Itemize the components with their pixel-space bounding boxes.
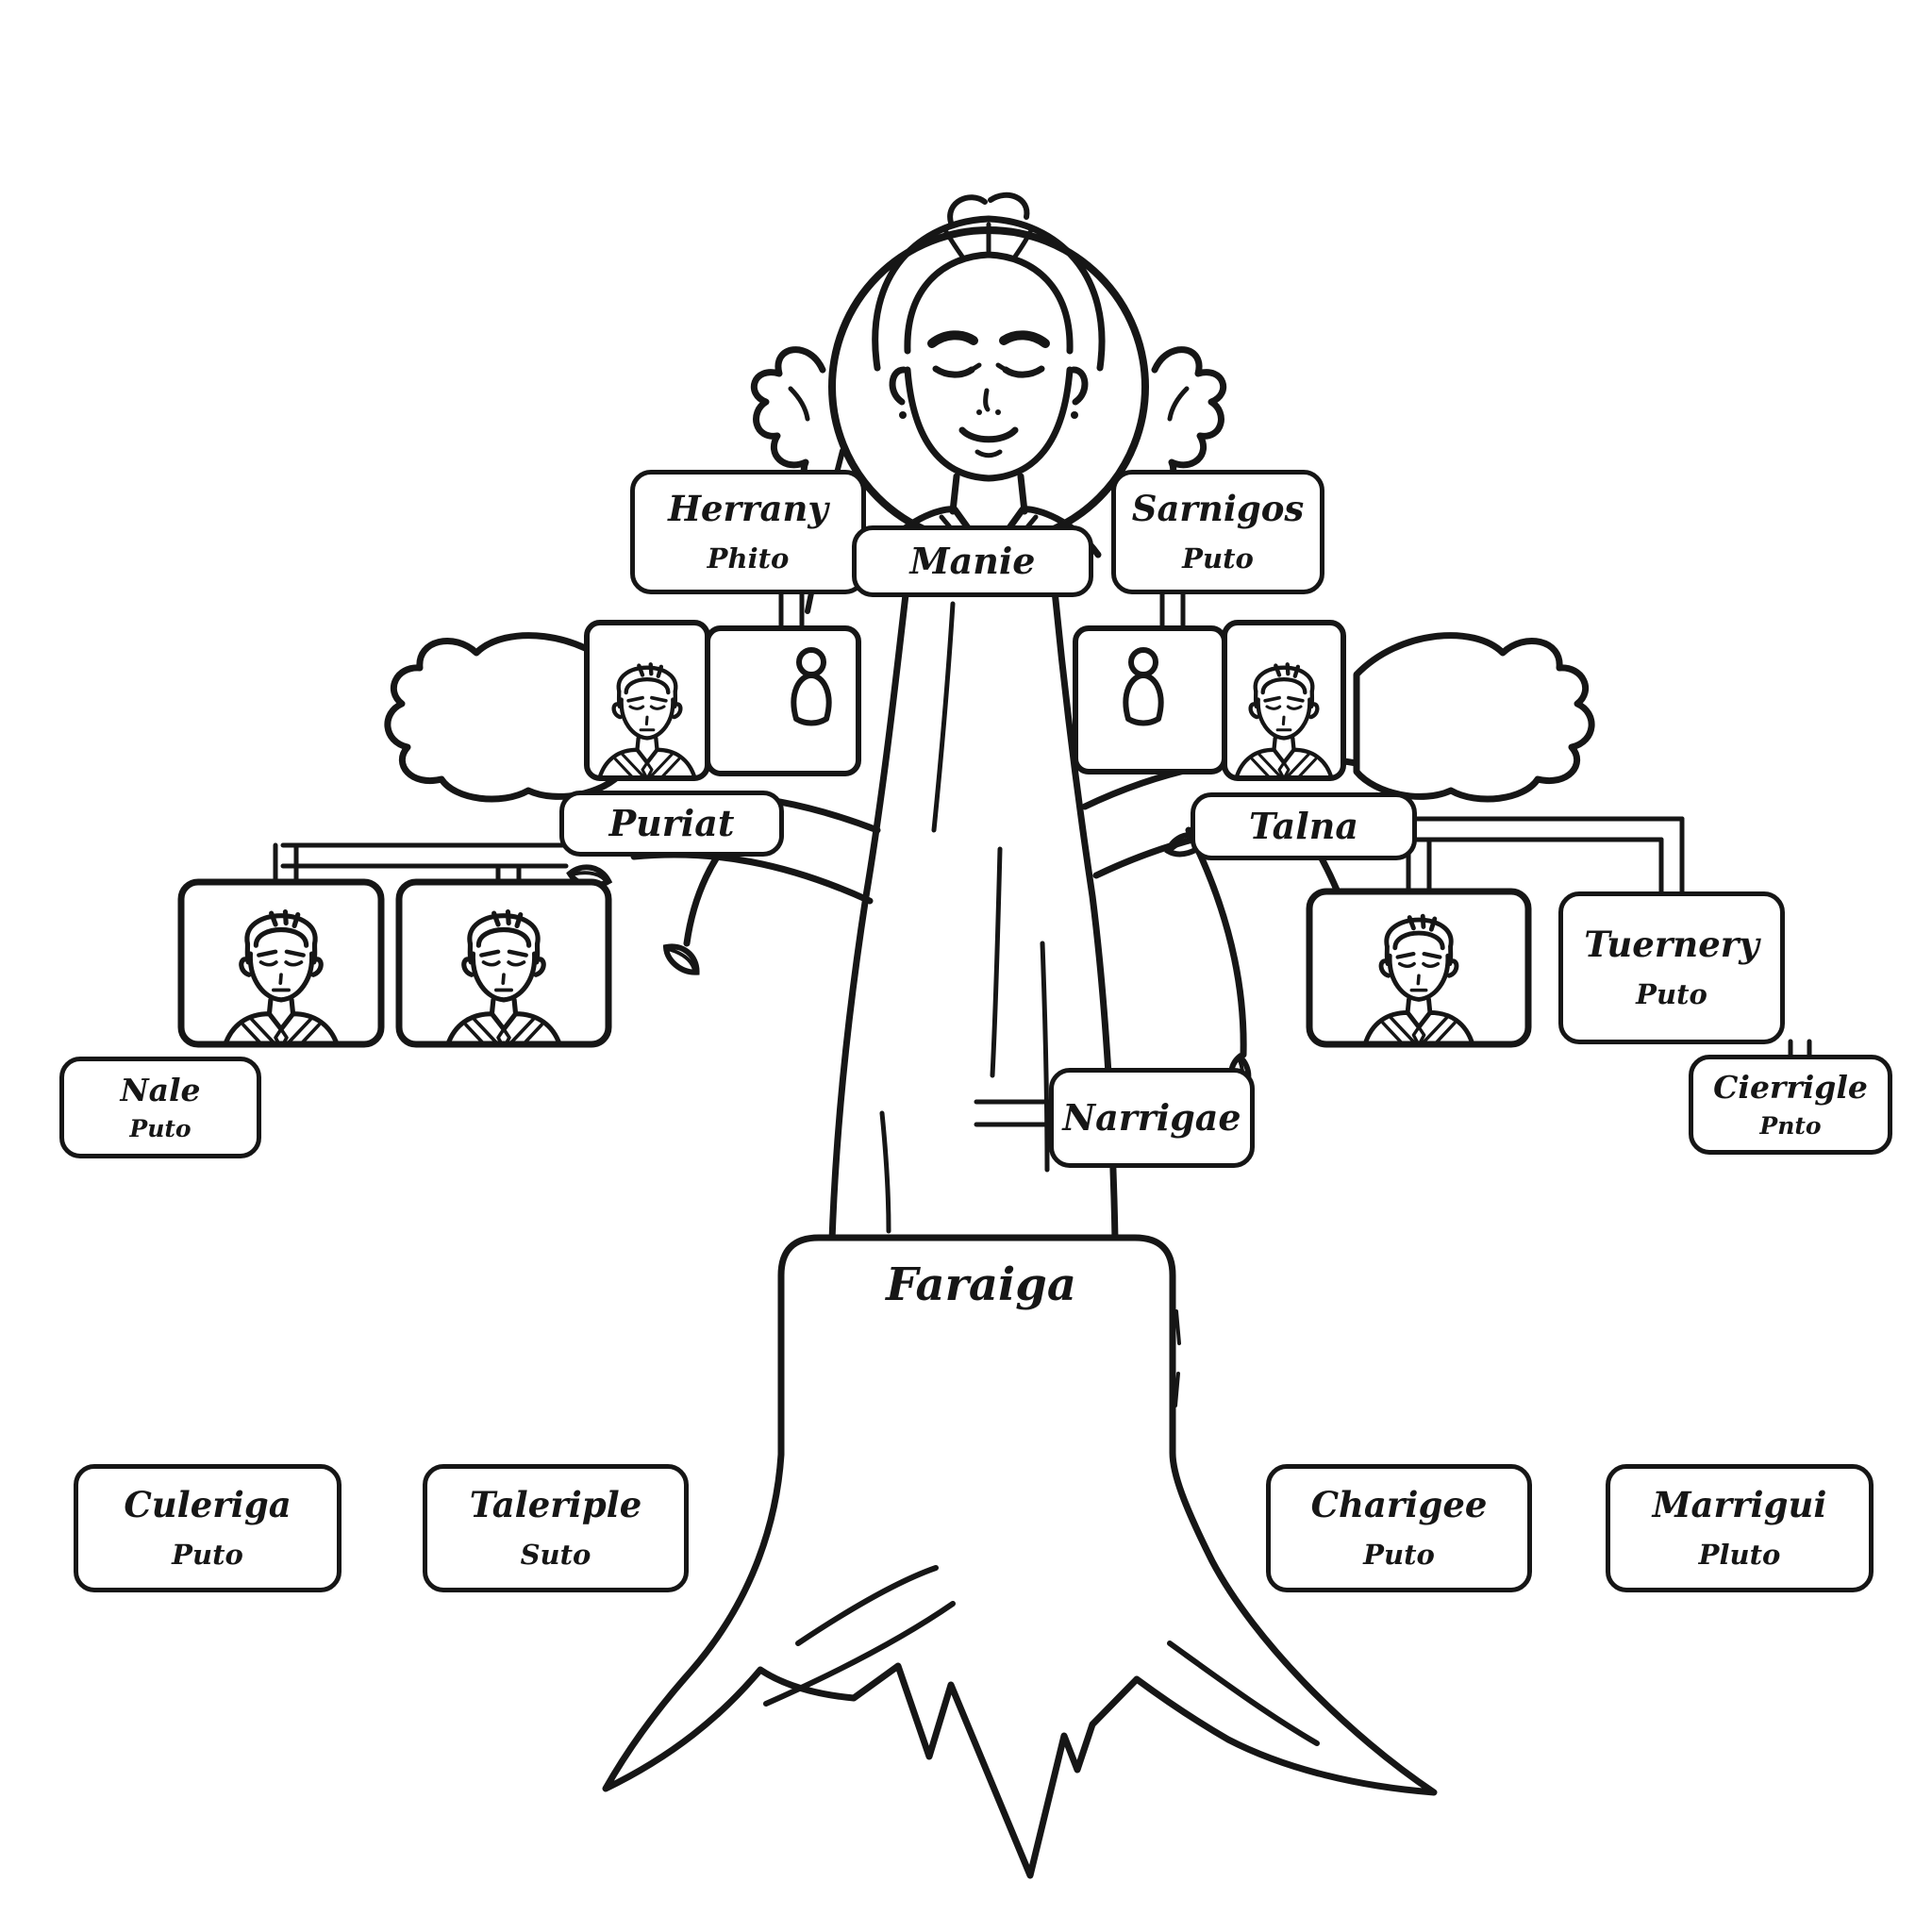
node-manie: Manie	[852, 525, 1093, 597]
figure-pawn-icon	[793, 650, 828, 724]
parent-frames	[584, 620, 1346, 781]
node-sarnigos-name: Sarnigos	[1131, 488, 1305, 529]
tree-stump	[602, 1234, 1438, 1879]
node-herrany-name: Herrany	[668, 488, 828, 529]
portrait-frame	[584, 620, 710, 781]
children-frames	[177, 878, 1532, 1048]
node-taleriple-sub: Suto	[520, 1539, 591, 1571]
figure-pawn-icon	[1125, 650, 1160, 724]
node-charigee-name: Charigee	[1310, 1484, 1488, 1525]
node-talna-name: Talna	[1249, 805, 1358, 847]
node-faraiga: Faraiga	[886, 1258, 1076, 1311]
node-puriat: Puriat	[559, 791, 784, 857]
node-marrigui-name: Marrigui	[1652, 1484, 1827, 1525]
node-tuernery: Tuernery Puto	[1558, 891, 1785, 1044]
leaf-icon	[661, 939, 703, 978]
node-herrany: Herrany Phito	[630, 470, 866, 594]
node-taleriple-name: Taleriple	[469, 1484, 642, 1525]
seahorse-icon	[1145, 350, 1224, 483]
node-nale: Nale Puto	[59, 1057, 261, 1158]
node-culeriga-sub: Puto	[172, 1539, 243, 1571]
node-taleriple: Taleriple Suto	[423, 1464, 689, 1592]
node-charigee: Charigee Puto	[1266, 1464, 1532, 1592]
node-herrany-sub: Phito	[707, 542, 790, 575]
node-narrigae-name: Narrigae	[1062, 1096, 1241, 1139]
placeholder-frame	[705, 625, 861, 776]
node-culeriga-name: Culeriga	[124, 1484, 291, 1525]
node-marrigui-sub: Pluto	[1698, 1539, 1781, 1571]
portrait-frame	[1306, 888, 1532, 1048]
cloud-ornament-icon	[1357, 636, 1591, 799]
portrait-frame	[395, 878, 612, 1048]
node-marrigui: Marrigui Pluto	[1606, 1464, 1874, 1592]
seahorse-icon	[754, 350, 832, 483]
portrait-frame	[1222, 620, 1346, 781]
node-manie-name: Manie	[909, 540, 1036, 582]
node-sarnigos: Sarnigos Puto	[1111, 470, 1324, 594]
node-tuernery-sub: Puto	[1636, 978, 1707, 1010]
node-cierrigle-name: Cierrigle	[1713, 1069, 1868, 1106]
node-nale-sub: Puto	[129, 1115, 192, 1142]
node-cierrigle: Cierrigle Pnto	[1689, 1055, 1892, 1155]
node-cierrigle-sub: Pnto	[1759, 1112, 1822, 1140]
node-nale-name: Nale	[120, 1072, 201, 1108]
node-tuernery-name: Tuernery	[1584, 924, 1759, 965]
node-talna: Talna	[1191, 792, 1417, 860]
node-sarnigos-sub: Puto	[1182, 542, 1254, 575]
matriarch-medallion	[828, 192, 1149, 575]
node-narrigae: Narrigae	[1049, 1068, 1255, 1168]
node-puriat-name: Puriat	[608, 802, 735, 844]
portrait-frame	[177, 878, 385, 1048]
node-culeriga: Culeriga Puto	[74, 1464, 341, 1592]
node-charigee-sub: Puto	[1363, 1539, 1435, 1571]
